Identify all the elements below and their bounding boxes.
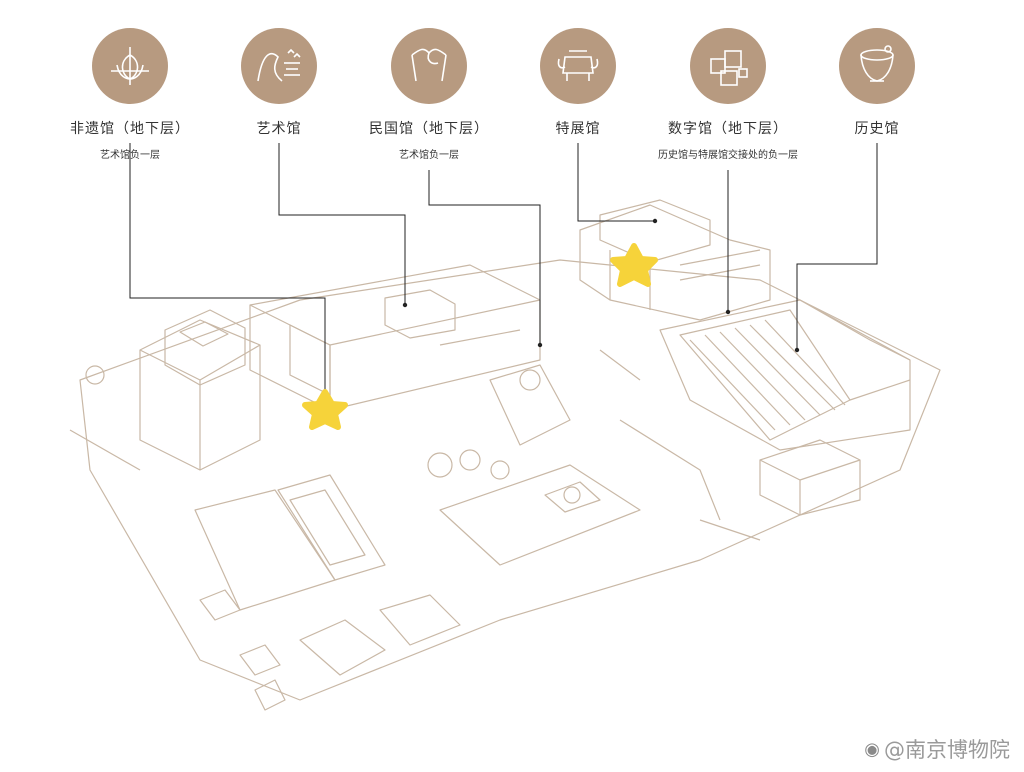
hall-special[interactable]: 特展馆 bbox=[488, 28, 668, 146]
leader-line-republic bbox=[428, 170, 541, 345]
star-marker-special-hall bbox=[610, 243, 658, 287]
hall-art[interactable]: 艺术馆 bbox=[189, 28, 369, 146]
hall-name: 民国馆（地下层） bbox=[369, 121, 489, 137]
weibo-watermark: ◉ @南京博物院 bbox=[864, 734, 1010, 764]
site-outline bbox=[79, 259, 941, 701]
hall-name: 特展馆 bbox=[555, 121, 601, 137]
landscape-painting-icon bbox=[241, 28, 317, 104]
hall-location-note: 艺术馆负一层 bbox=[100, 150, 160, 161]
weibo-icon: ◉ bbox=[864, 738, 880, 760]
lotus-icon bbox=[92, 28, 168, 104]
ancient-vessel-icon bbox=[839, 28, 915, 104]
hall-name: 艺术馆 bbox=[256, 121, 302, 137]
leader-line-history bbox=[796, 143, 878, 350]
history-hall-building bbox=[659, 299, 911, 451]
leader-line-heritage bbox=[129, 143, 326, 395]
qipao-icon bbox=[391, 28, 467, 104]
watermark-text: @南京博物院 bbox=[884, 738, 1010, 762]
hall-location-note: 历史馆与特展馆交接处的负一层 bbox=[658, 150, 798, 161]
leader-line-special bbox=[577, 143, 655, 222]
hall-digital[interactable]: 数字馆（地下层） 历史馆与特展馆交接处的负一层 bbox=[638, 28, 818, 161]
heritage-hall-building bbox=[139, 319, 261, 471]
hall-name: 历史馆 bbox=[854, 121, 900, 137]
star-marker-art-hall bbox=[302, 389, 348, 430]
digital-cubes-icon bbox=[690, 28, 766, 104]
hall-republic[interactable]: 民国馆（地下层） 艺术馆负一层 bbox=[339, 28, 519, 161]
hall-location-note: 艺术馆负一层 bbox=[399, 150, 459, 161]
hall-heritage[interactable]: 非遗馆（地下层） 艺术馆负一层 bbox=[40, 28, 220, 161]
bronze-ding-icon bbox=[540, 28, 616, 104]
leader-line-art bbox=[278, 143, 406, 305]
hall-history[interactable]: 历史馆 bbox=[787, 28, 967, 146]
art-hall-building bbox=[249, 264, 541, 411]
central-plaza bbox=[439, 464, 641, 566]
hall-name: 非遗馆（地下层） bbox=[70, 121, 190, 137]
special-exhibition-building bbox=[579, 204, 771, 321]
hall-name: 数字馆（地下层） bbox=[668, 121, 788, 137]
